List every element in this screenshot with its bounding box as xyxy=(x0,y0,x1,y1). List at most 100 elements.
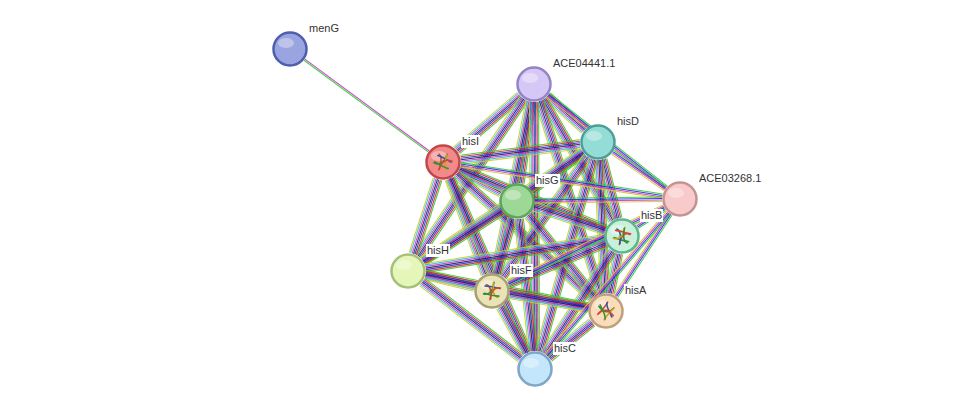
protein-node: hisB xyxy=(604,218,640,254)
evidence-line xyxy=(549,95,667,188)
evidence-line xyxy=(535,202,662,204)
evidence-line xyxy=(502,306,528,353)
protein-node: menG xyxy=(272,31,308,67)
structure-stroke xyxy=(624,228,628,243)
evidence-line xyxy=(460,167,662,198)
node-circle xyxy=(474,273,510,309)
evidence-line xyxy=(422,210,501,261)
circle-gloss xyxy=(278,38,294,48)
evidence-line xyxy=(304,60,428,152)
evidence-line xyxy=(411,178,435,253)
circle-gloss xyxy=(523,358,539,368)
structure-stroke xyxy=(598,310,613,315)
evidence-line xyxy=(409,178,433,253)
protein-node: hisG xyxy=(499,183,535,219)
circle-gloss xyxy=(396,260,412,270)
circle-shape xyxy=(664,183,697,216)
interaction-edge xyxy=(612,150,667,190)
interaction-edge xyxy=(304,59,429,152)
circle-gloss xyxy=(522,73,538,83)
evidence-line xyxy=(459,98,523,153)
structure-stroke xyxy=(435,162,448,169)
circle-shape xyxy=(476,275,509,308)
node-circle xyxy=(580,124,616,160)
node-label: menG xyxy=(308,22,340,35)
circle-shape xyxy=(582,126,615,159)
node-circle xyxy=(425,144,461,180)
evidence-line xyxy=(494,218,509,273)
circle-shape xyxy=(274,33,307,66)
circle-shape xyxy=(606,220,639,253)
evidence-line xyxy=(412,179,436,254)
interaction-edge xyxy=(497,305,531,356)
interaction-edge xyxy=(509,290,589,313)
node-label: ACE03268.1 xyxy=(698,172,762,185)
node-circle xyxy=(390,253,426,289)
evidence-line xyxy=(509,297,588,311)
circle-shape xyxy=(427,146,460,179)
protein-node: hisC xyxy=(517,351,553,387)
circle-shape xyxy=(518,68,551,101)
evidence-line xyxy=(548,96,666,189)
evidence-line xyxy=(525,218,591,300)
evidence-line xyxy=(421,207,500,258)
evidence-line xyxy=(550,324,593,359)
node-circle xyxy=(588,293,624,329)
node-circle xyxy=(517,351,553,387)
evidence-line xyxy=(497,309,523,356)
interaction-edge xyxy=(547,93,668,189)
node-circle xyxy=(499,183,535,219)
evidence-line xyxy=(546,212,668,355)
protein-node: ACE04441.1 xyxy=(516,66,552,102)
evidence-line xyxy=(614,150,666,187)
node-label: ACE04441.1 xyxy=(552,57,616,70)
evidence-line xyxy=(510,296,589,310)
structure-stroke xyxy=(616,230,630,234)
evidence-line xyxy=(551,325,594,360)
protein-node: hisH xyxy=(390,253,426,289)
interaction-edge xyxy=(546,319,595,361)
protein-node: hisD xyxy=(580,124,616,160)
evidence-line xyxy=(546,319,589,354)
evidence-line xyxy=(498,308,524,355)
evidence-line xyxy=(499,308,525,355)
evidence-line xyxy=(510,246,607,287)
structure-stroke xyxy=(484,293,499,296)
circle-shape xyxy=(519,353,552,386)
evidence-line xyxy=(548,214,670,357)
node-label: hisH xyxy=(426,244,450,257)
node-label: hisC xyxy=(553,342,577,355)
evidence-line xyxy=(613,152,665,188)
protein-node: hisF xyxy=(474,273,510,309)
node-circle xyxy=(604,218,640,254)
evidence-line xyxy=(422,208,501,259)
circle-gloss xyxy=(505,190,521,200)
circle-shape xyxy=(590,295,623,328)
evidence-line xyxy=(495,218,510,273)
evidence-line xyxy=(636,207,664,225)
node-label: hisG xyxy=(535,174,560,187)
protein-node: hisA xyxy=(588,293,624,329)
evidence-line xyxy=(414,179,438,254)
evidence-line xyxy=(534,207,605,231)
circle-gloss xyxy=(668,188,684,198)
circle-gloss xyxy=(586,131,602,141)
node-label: hisF xyxy=(510,264,533,277)
structure-stroke xyxy=(490,288,501,300)
node-circle xyxy=(516,66,552,102)
evidence-line xyxy=(501,307,527,353)
evidence-line xyxy=(547,213,669,356)
structure-stroke xyxy=(600,305,605,319)
evidence-line xyxy=(535,205,606,229)
evidence-line xyxy=(460,99,524,154)
interaction-edge xyxy=(545,211,670,357)
evidence-line xyxy=(545,211,667,354)
node-circle xyxy=(662,181,698,217)
circle-shape xyxy=(501,185,534,218)
evidence-line xyxy=(305,59,429,151)
interaction-edge xyxy=(421,207,505,265)
evidence-line xyxy=(612,154,664,191)
protein-node: ACE03268.1 xyxy=(662,181,698,217)
